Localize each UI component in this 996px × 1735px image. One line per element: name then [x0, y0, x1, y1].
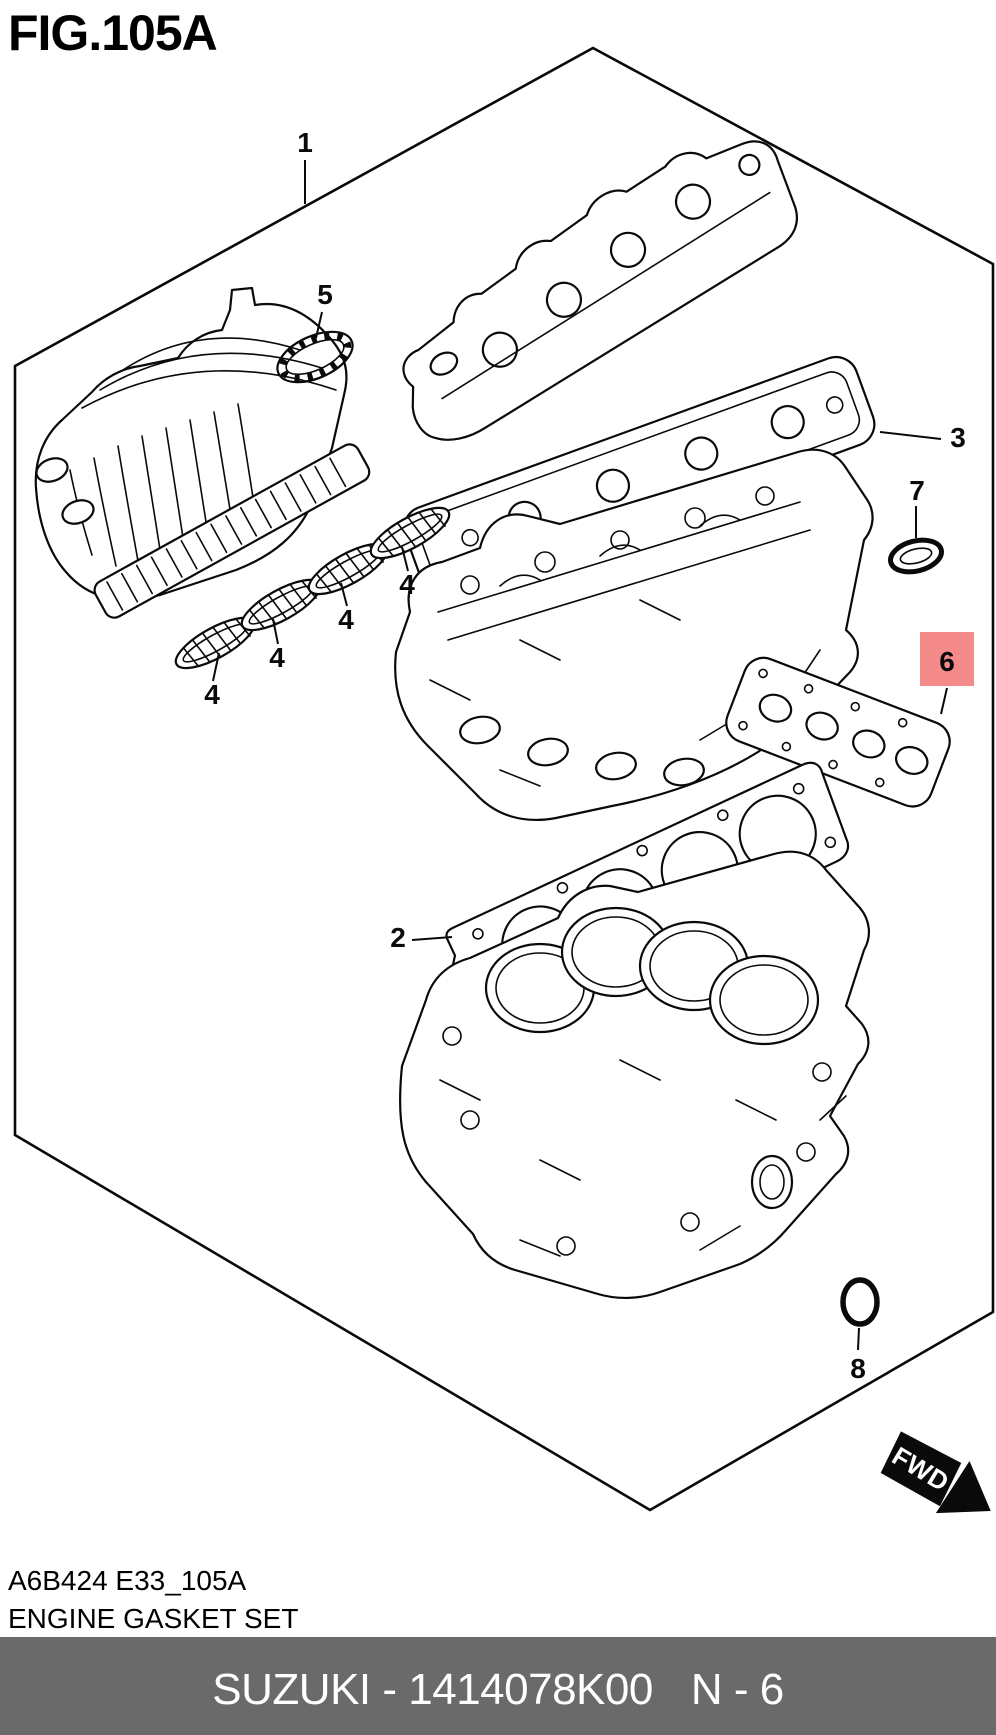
- cam-end-seal-drawing: [888, 537, 944, 575]
- callout-4-label: 4: [269, 642, 285, 673]
- callout-3-label: 3: [950, 422, 966, 453]
- throttle-seal-ring-drawing: [276, 330, 354, 384]
- fwd-arrow-body: [880, 1431, 962, 1507]
- fwd-arrow-head: [935, 1460, 991, 1514]
- drawing-code: A6B424 E33_105A: [8, 1565, 247, 1596]
- cylinder-block-drawing: [399, 850, 870, 1300]
- callout-4-label: 4: [399, 569, 415, 600]
- cylinder-head-cover-drawing: [402, 140, 799, 441]
- callout-8-label: 8: [850, 1353, 866, 1384]
- fwd-direction-arrow: FWD: [880, 1431, 991, 1514]
- exploded-view-border: [13, 46, 995, 1512]
- callout-6-highlight-box: [920, 632, 974, 686]
- callout-5-label: 5: [317, 279, 333, 310]
- footer-bar: [0, 1637, 996, 1735]
- manifold-flange: [93, 443, 371, 619]
- callout-6-label: 6: [939, 646, 955, 677]
- callout-leader-lines: [212, 160, 948, 1351]
- manifold-gasket-drawings: [174, 506, 451, 670]
- o-ring-drawing: [840, 1277, 880, 1327]
- footer-brand-part: SUZUKI - 1414078K00: [212, 1665, 653, 1714]
- callout-1-label: 1: [297, 127, 313, 158]
- footer-page-ref: N - 6: [691, 1665, 784, 1714]
- callout-4-label: 4: [338, 604, 354, 635]
- figure-title: FIG.105A: [8, 5, 217, 61]
- callout-2-label: 2: [390, 922, 406, 953]
- part-set-name: ENGINE GASKET SET: [8, 1603, 298, 1634]
- callout-4-label: 4: [204, 679, 220, 710]
- footer-part-number: SUZUKI - 1414078K00 N - 6: [212, 1665, 783, 1714]
- callout-7-label: 7: [909, 475, 925, 506]
- intake-manifold-drawing: [34, 286, 371, 619]
